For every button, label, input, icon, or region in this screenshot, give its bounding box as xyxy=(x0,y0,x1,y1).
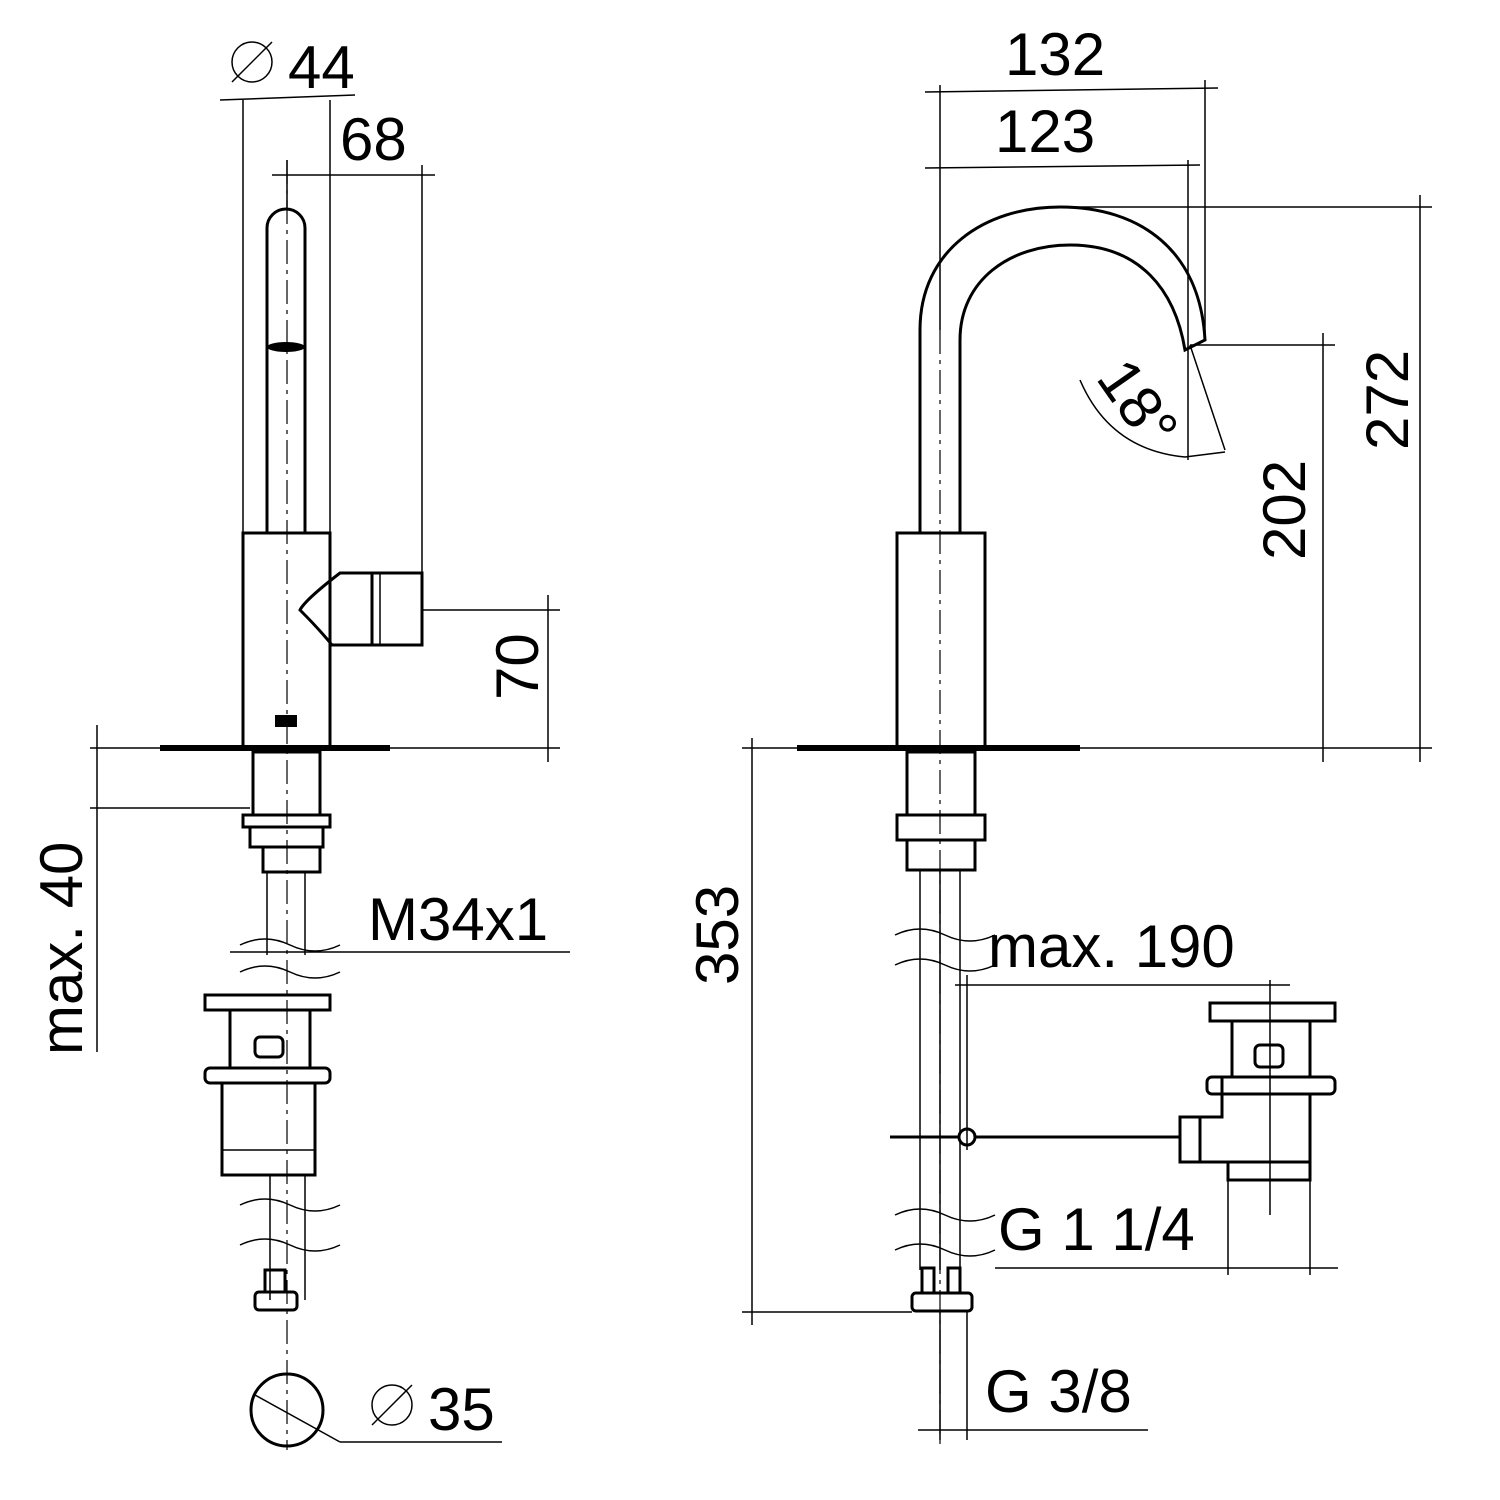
dim-353: 353 xyxy=(684,738,912,1325)
dim-max-40: max. 40 xyxy=(28,725,250,1055)
dim-202: 202 xyxy=(1190,333,1335,762)
dim-max-190: max. 190 xyxy=(955,913,1290,1150)
dim-18-degrees: 18° xyxy=(1079,344,1226,460)
gooseneck-spout xyxy=(918,205,1207,533)
logo-plate xyxy=(275,715,297,727)
dim-label: 70 xyxy=(484,633,551,700)
dim-label: 35 xyxy=(428,1376,495,1443)
dim-label: 123 xyxy=(995,98,1095,165)
dim-label: G 1 1/4 xyxy=(998,1196,1195,1263)
dim-m34x1: M34x1 xyxy=(230,886,570,953)
drain-plug xyxy=(203,993,332,1012)
lever xyxy=(298,571,372,647)
drain-section-circle xyxy=(249,1372,325,1448)
drain-plug xyxy=(1208,1001,1337,1023)
dim-132: 132 xyxy=(924,21,1219,340)
dim-label: 272 xyxy=(1354,350,1421,450)
dim-68: 68 xyxy=(272,106,435,573)
faucet-body xyxy=(895,531,987,750)
front-view: 132 123 18° 272 202 353 xyxy=(684,21,1432,1450)
aerator-mark xyxy=(267,342,305,352)
side-view: 44 68 70 max. 40 M34x1 35 xyxy=(28,34,570,1450)
dim-diameter-44: 44 xyxy=(219,34,356,533)
dim-label: 202 xyxy=(1251,460,1318,560)
dim-label: max. 40 xyxy=(28,842,95,1055)
spout-tube xyxy=(265,207,307,533)
dim-label: 18° xyxy=(1084,347,1191,460)
dim-123: 123 xyxy=(924,98,1201,460)
dim-272: 272 xyxy=(1060,195,1432,762)
dim-label: 132 xyxy=(1005,21,1105,88)
dim-g-1-1-4: G 1 1/4 xyxy=(995,1180,1338,1275)
dim-label: 353 xyxy=(684,885,751,985)
dim-g-3-8: G 3/8 xyxy=(918,1312,1148,1440)
dim-diameter-35: 35 xyxy=(254,1376,502,1443)
lever-cap xyxy=(370,571,424,647)
dim-label: G 3/8 xyxy=(985,1358,1132,1425)
dim-label: 68 xyxy=(340,106,407,173)
dim-70: 70 xyxy=(390,595,560,762)
dim-label: max. 190 xyxy=(988,913,1235,980)
dim-label: M34x1 xyxy=(368,886,548,953)
dim-label: 44 xyxy=(288,34,355,101)
